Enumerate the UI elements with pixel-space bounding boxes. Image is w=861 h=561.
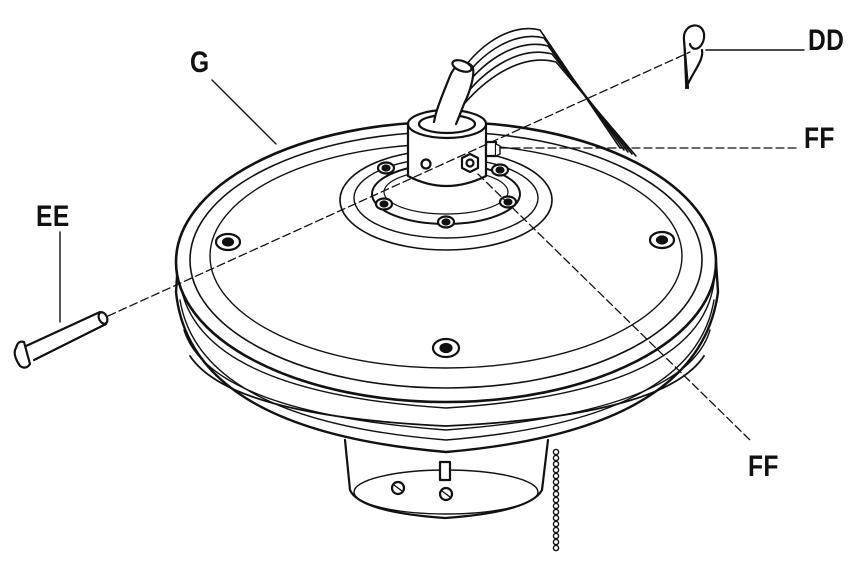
label-g: G [190,46,210,79]
label-ff-lower: FF [748,450,779,483]
pin-hole [420,158,432,170]
leader-g [211,79,277,145]
switch-tab [438,460,452,482]
pin-axis-line [107,51,691,317]
hairpin-clip [682,24,706,90]
screw-icon [431,337,461,359]
clevis-pin [13,310,109,369]
alignment-lines [107,51,801,443]
cover-screws [214,230,676,359]
label-ee: EE [36,200,70,233]
screw-icon [376,161,396,175]
screw-icon [498,195,518,209]
ff-lower-axis-line [477,173,753,443]
screw-icon [214,232,242,252]
leader-lines [59,49,805,323]
pull-chain [552,448,560,552]
set-screw [460,152,480,174]
downrod [432,59,475,126]
plate-screws [374,161,518,229]
screw-icon [648,230,676,250]
screw-icon [374,197,394,211]
label-dd: DD [808,24,845,57]
screw-icon [490,163,510,177]
switch-housing [343,438,550,520]
label-ff-upper: FF [804,122,835,155]
screw-icon [436,215,456,229]
